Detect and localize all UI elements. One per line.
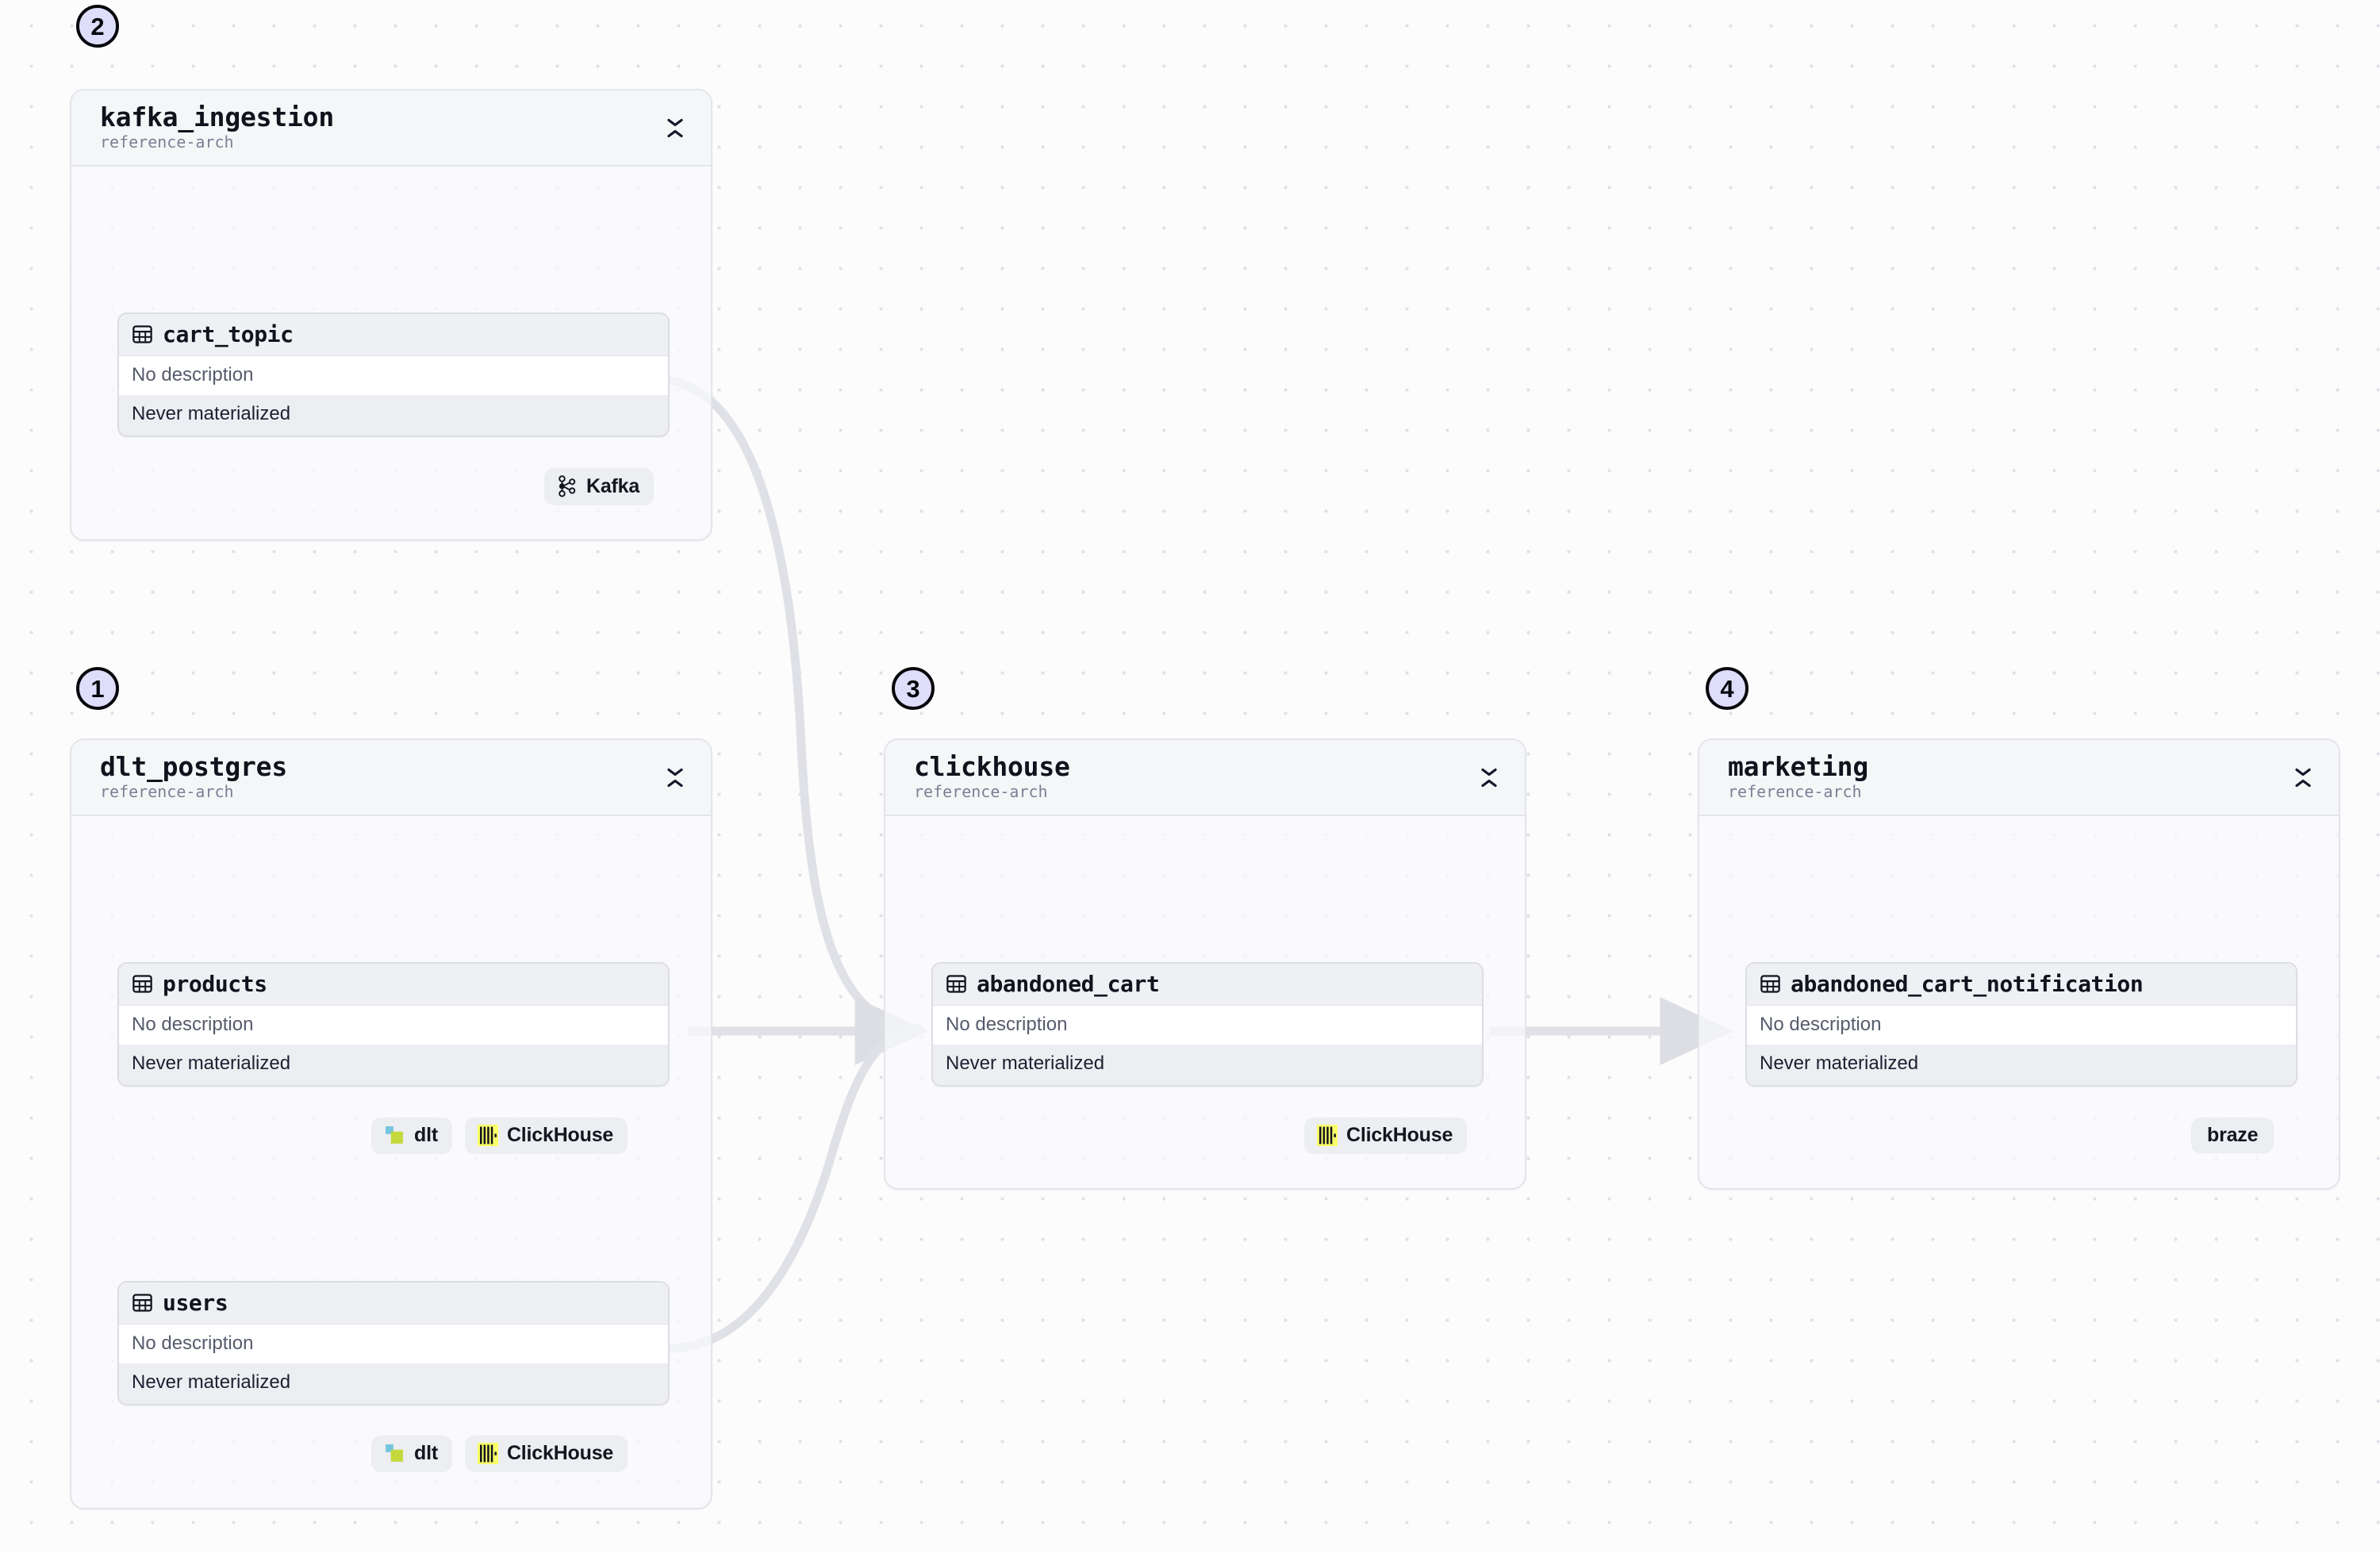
table-grid-icon [132, 973, 153, 995]
table-node-description: No description [119, 1006, 668, 1045]
badge-label: ClickHouse [506, 1442, 614, 1465]
table-node-materialization: Never materialized [119, 1363, 668, 1404]
badge-row-products: dlt ClickHouse [371, 1118, 628, 1154]
table-node-header: cart_topic [119, 314, 668, 356]
group-header-clickhouse[interactable]: clickhouse reference-arch [885, 740, 1525, 816]
badge-kafka[interactable]: Kafka [544, 468, 654, 505]
clickhouse-icon [477, 1125, 498, 1146]
badge-label: ClickHouse [506, 1124, 614, 1147]
step-badge-2: 2 [76, 5, 119, 48]
badge-label: dlt [414, 1124, 438, 1147]
group-titles: clickhouse reference-arch [914, 753, 1070, 801]
badge-dlt[interactable]: dlt [371, 1436, 452, 1472]
table-node-materialization: Never materialized [119, 395, 668, 435]
table-node-header: products [119, 964, 668, 1006]
group-header-dlt-postgres[interactable]: dlt_postgres reference-arch [71, 740, 711, 816]
table-node-description: No description [933, 1006, 1482, 1045]
group-title: kafka_ingestion [100, 102, 335, 133]
group-title: dlt_postgres [100, 751, 288, 783]
table-grid-icon [132, 324, 153, 345]
badge-clickhouse[interactable]: ClickHouse [464, 1118, 628, 1154]
badge-clickhouse[interactable]: ClickHouse [464, 1436, 628, 1472]
step-badge-4: 4 [1706, 667, 1749, 710]
group-card-clickhouse[interactable]: clickhouse reference-arch [884, 738, 1526, 1190]
table-node-users[interactable]: users No description Never materialized [117, 1281, 670, 1405]
group-title: clickhouse [914, 751, 1070, 783]
collapse-chevrons-icon[interactable] [662, 761, 689, 793]
badge-dlt[interactable]: dlt [371, 1118, 452, 1154]
badge-row-kafka-ingestion: Kafka [544, 468, 654, 505]
group-card-marketing[interactable]: marketing reference-arch [1698, 738, 2340, 1190]
table-node-name: products [163, 971, 267, 997]
table-node-materialization: Never materialized [933, 1045, 1482, 1085]
table-node-description: No description [1747, 1006, 2296, 1045]
badge-braze[interactable]: braze [2191, 1118, 2274, 1154]
badge-row-clickhouse: ClickHouse [1304, 1118, 1468, 1154]
step-badge-1: 1 [76, 667, 119, 710]
badge-row-users: dlt ClickHouse [371, 1436, 628, 1472]
badge-label: braze [2207, 1124, 2259, 1146]
clickhouse-icon [477, 1443, 498, 1464]
table-node-header: abandoned_cart [933, 964, 1482, 1006]
table-grid-icon [946, 973, 967, 995]
kafka-icon [557, 475, 578, 497]
group-subtitle: reference-arch [100, 132, 234, 151]
table-node-products[interactable]: products No description Never materializ… [117, 962, 670, 1087]
table-grid-icon [132, 1292, 153, 1313]
group-card-dlt-postgres[interactable]: dlt_postgres reference-arch [70, 738, 712, 1509]
group-titles: kafka_ingestion reference-arch [100, 102, 335, 151]
group-card-kafka-ingestion[interactable]: kafka_ingestion reference-arch [70, 89, 712, 541]
group-titles: marketing reference-arch [1728, 753, 1868, 801]
table-node-name: users [163, 1290, 228, 1316]
table-node-materialization: Never materialized [1747, 1045, 2296, 1085]
badge-label: ClickHouse [1346, 1124, 1453, 1147]
clickhouse-icon [1317, 1125, 1338, 1146]
group-titles: dlt_postgres reference-arch [100, 753, 287, 801]
step-badge-3: 3 [892, 667, 935, 710]
collapse-chevrons-icon[interactable] [2290, 761, 2317, 793]
group-header-marketing[interactable]: marketing reference-arch [1699, 740, 2339, 816]
badge-label: Kafka [586, 474, 640, 497]
collapse-chevrons-icon[interactable] [1476, 761, 1503, 793]
table-grid-icon [1760, 973, 1781, 995]
group-subtitle: reference-arch [914, 781, 1048, 801]
badge-clickhouse[interactable]: ClickHouse [1304, 1118, 1468, 1154]
table-node-name: abandoned_cart [977, 971, 1160, 997]
table-node-cart-topic[interactable]: cart_topic No description Never material… [117, 313, 670, 437]
table-node-description: No description [119, 356, 668, 396]
table-node-description: No description [119, 1325, 668, 1364]
group-subtitle: reference-arch [100, 781, 234, 801]
table-node-name: cart_topic [163, 321, 294, 347]
badge-row-marketing: braze [2191, 1118, 2274, 1154]
group-subtitle: reference-arch [1728, 781, 1862, 801]
table-node-abandoned-cart[interactable]: abandoned_cart No description Never mate… [931, 962, 1484, 1087]
badge-label: dlt [414, 1442, 438, 1465]
group-title: marketing [1728, 751, 1869, 783]
collapse-chevrons-icon[interactable] [662, 112, 689, 144]
table-node-header: users [119, 1283, 668, 1325]
group-header-kafka-ingestion[interactable]: kafka_ingestion reference-arch [71, 90, 711, 167]
table-node-name: abandoned_cart_notification [1791, 971, 2144, 997]
table-node-materialization: Never materialized [119, 1045, 668, 1085]
dlt-icon [384, 1443, 405, 1464]
table-node-abandoned-cart-notification[interactable]: abandoned_cart_notification No descripti… [1745, 962, 2297, 1087]
table-node-header: abandoned_cart_notification [1747, 964, 2296, 1006]
dlt-icon [384, 1125, 405, 1146]
